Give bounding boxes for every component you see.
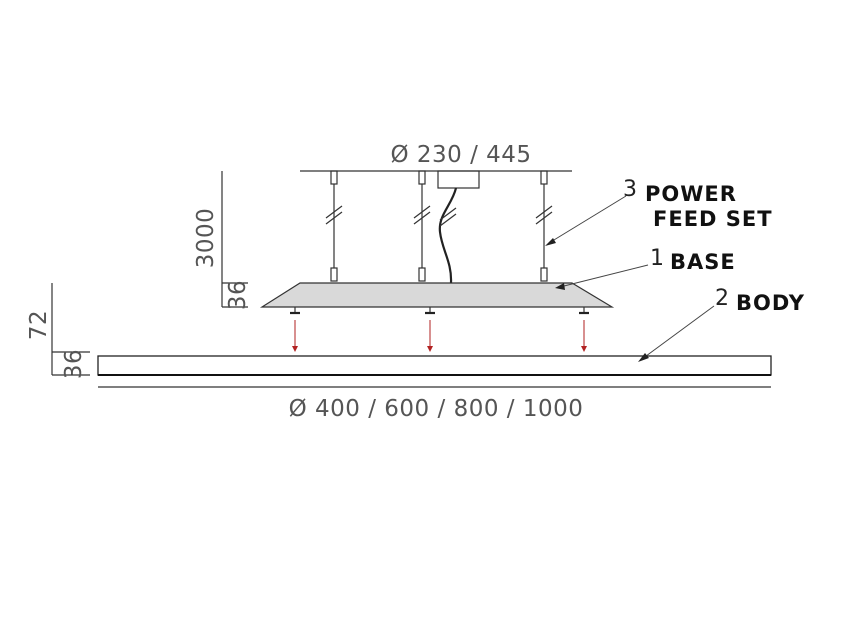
base-height-label: 36 <box>225 280 251 310</box>
body-height-dimension: 72 36 <box>26 283 90 379</box>
bottom-width-dimension: Ø 400 / 600 / 800 / 1000 <box>98 386 771 422</box>
bottom-width-label: Ø 400 / 600 / 800 / 1000 <box>289 396 584 422</box>
body-height-label: 36 <box>61 349 87 379</box>
cable-length-dimension: 3000 36 <box>193 171 251 310</box>
label-body: 2 BODY <box>638 286 805 362</box>
ceiling-canopy <box>437 170 480 189</box>
suspension-cables <box>325 170 553 284</box>
label-base: 1 BASE <box>555 246 736 290</box>
cable-left <box>325 170 343 282</box>
cable-length-label: 3000 <box>193 208 219 269</box>
part-number-3: 3 <box>623 177 637 202</box>
total-height-label: 72 <box>26 310 52 340</box>
body-panel <box>97 355 772 376</box>
part-name-base: BASE <box>670 250 736 274</box>
cable-middle <box>413 170 431 282</box>
top-width-dimension: Ø 230 / 445 <box>300 142 572 172</box>
cable-right <box>535 170 553 282</box>
part-number-1: 1 <box>650 246 664 271</box>
assembly-arrows <box>292 320 587 352</box>
part-name-feed-set: FEED SET <box>653 207 773 231</box>
power-cable <box>438 187 458 284</box>
base-plate <box>259 282 615 308</box>
part-number-2: 2 <box>715 286 729 311</box>
part-name-body: BODY <box>736 291 805 315</box>
top-width-label: Ø 230 / 445 <box>390 142 531 168</box>
label-power-feed-set: 3 POWER FEED SET <box>545 177 773 246</box>
part-name-power: POWER <box>645 182 737 206</box>
mounting-pins <box>290 307 589 315</box>
